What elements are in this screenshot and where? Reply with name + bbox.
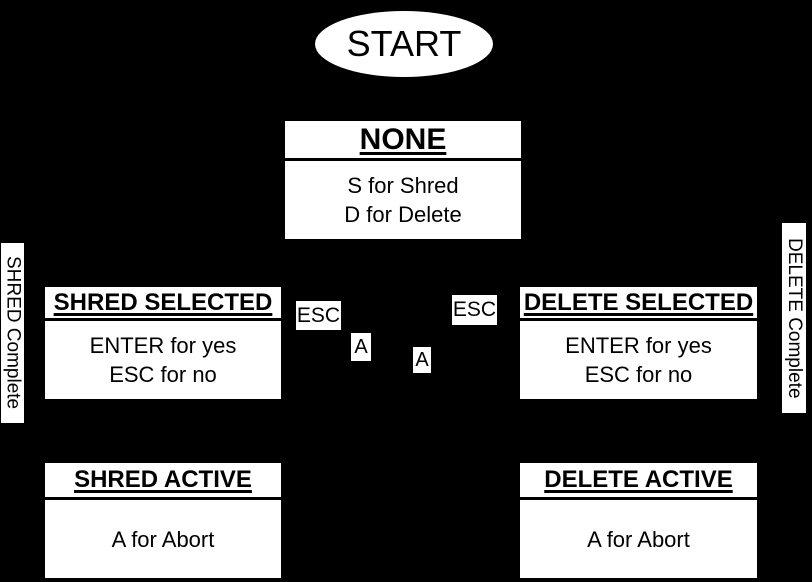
state-shred-selected-line-1: ENTER for yes [89, 333, 237, 358]
state-delete-active-title: DELETE ACTIVE [520, 463, 757, 500]
state-none-body: S for Shred D for Delete [285, 161, 521, 239]
state-none-line-2: D for Delete [344, 202, 462, 227]
edge-label-a-left: A [351, 333, 371, 361]
state-delete-active-body: A for Abort [520, 500, 757, 578]
start-node-label: START [346, 23, 462, 64]
start-node: START [315, 11, 493, 77]
state-delete-selected-line-2: ESC for no [584, 362, 693, 387]
state-delete-selected: DELETE SELECTED ENTER for yes ESC for no [520, 287, 757, 399]
state-none: NONE S for Shred D for Delete [285, 121, 521, 239]
state-shred-selected-body: ENTER for yes ESC for no [45, 321, 281, 399]
state-shred-active-title: SHRED ACTIVE [45, 463, 281, 500]
state-delete-selected-line-1: ENTER for yes [565, 333, 712, 358]
state-none-title: NONE [285, 121, 521, 161]
edge-label-esc-left: ESC [296, 301, 341, 330]
state-delete-selected-title: DELETE SELECTED [520, 287, 757, 321]
state-delete-active: DELETE ACTIVE A for Abort [520, 463, 757, 578]
edge-label-esc-right: ESC [452, 295, 497, 325]
state-shred-selected-line-2: ESC for no [109, 362, 217, 387]
state-shred-selected: SHRED SELECTED ENTER for yes ESC for no [45, 287, 281, 399]
side-label-shred-complete: SHRED Complete [1, 243, 24, 423]
edge-label-a-right: A [413, 347, 431, 373]
state-shred-active-line-1: A for Abort [111, 526, 215, 552]
state-delete-active-line-1: A for Abort [587, 526, 690, 552]
state-shred-selected-title: SHRED SELECTED [45, 287, 281, 321]
state-shred-active: SHRED ACTIVE A for Abort [45, 463, 281, 578]
state-shred-active-body: A for Abort [45, 500, 281, 578]
state-delete-selected-body: ENTER for yes ESC for no [520, 321, 757, 399]
side-label-delete-complete: DELETE Complete [782, 223, 806, 413]
state-none-line-1: S for Shred [347, 173, 459, 198]
